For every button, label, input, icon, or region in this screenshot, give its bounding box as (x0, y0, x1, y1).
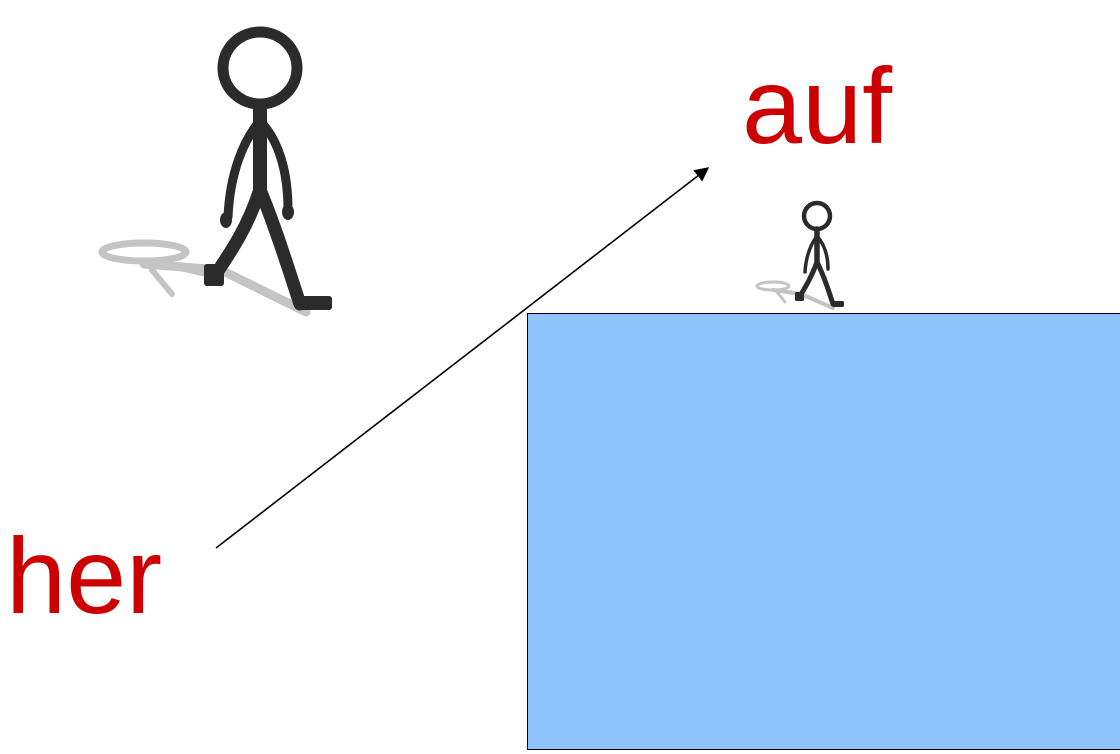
walking-stick-figure-icon (98, 26, 332, 317)
platform-box (527, 313, 1120, 750)
word-her: her (6, 515, 163, 636)
walking-stick-figure-icon-small (755, 200, 844, 310)
word-auf: auf (742, 45, 893, 166)
